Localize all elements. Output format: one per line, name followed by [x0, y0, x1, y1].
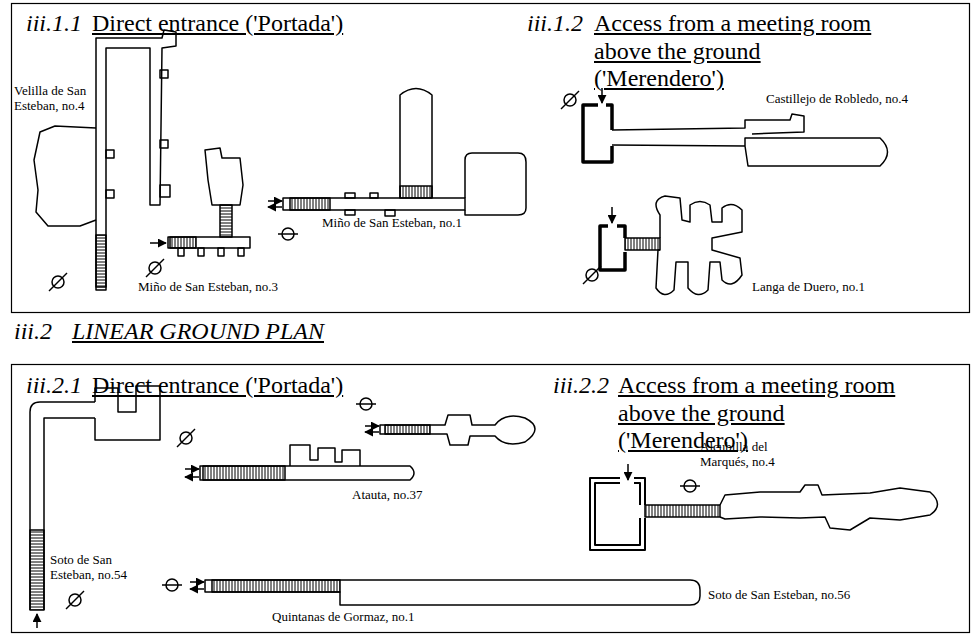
- stairs-hatch: [203, 466, 285, 480]
- section-number: iii.2: [14, 318, 52, 346]
- cellar-niche: [106, 150, 114, 158]
- entrance-arrow: [611, 207, 613, 223]
- cellar-niche: [160, 185, 170, 197]
- entrance-arrow: [36, 614, 38, 628]
- meeting-room-wall: [583, 105, 612, 162]
- stairs-hatch: [625, 238, 660, 250]
- entrance-arrow: [150, 242, 166, 244]
- stairs-hatch: [170, 237, 196, 248]
- cellar-niche: [218, 248, 224, 256]
- north-symbol: [49, 273, 67, 291]
- cellar-niche: [106, 190, 114, 198]
- entrance-arrow: [190, 588, 204, 590]
- section-heading: LINEAR GROUND PLAN: [72, 318, 324, 346]
- cellar-niche: [178, 248, 184, 256]
- meeting-room-wall: [595, 483, 640, 545]
- stairs-hatch: [220, 205, 232, 237]
- north-symbol: [356, 398, 376, 410]
- cellar-outline: [34, 126, 96, 226]
- cellar-niche: [238, 248, 244, 256]
- section-number: iii.2.2: [553, 372, 609, 400]
- entrance-arrow: [185, 468, 199, 470]
- section-number: iii.1.1: [26, 10, 82, 38]
- cellar-outline: [400, 89, 432, 199]
- site-label: Castillejo de Robledo, no.4: [766, 92, 908, 107]
- entrance-arrow: [190, 581, 204, 583]
- site-label: Langa de Duero, no.1: [752, 280, 865, 295]
- stairs-hatch: [30, 530, 44, 610]
- stairs-hatch: [96, 235, 106, 287]
- cellar-niche: [160, 140, 168, 148]
- stairs-hatch: [385, 425, 430, 434]
- cellar-outline: [656, 196, 742, 295]
- entrance-arrow: [627, 464, 629, 480]
- section-heading: Direct entrance ('Portada'): [92, 372, 343, 400]
- north-symbol: [561, 91, 579, 109]
- site-label: Quintanas de Gormaz, no.1: [272, 610, 415, 625]
- site-label: Soto de San Esteban, no.56: [708, 588, 850, 603]
- cellar-outline: [96, 30, 176, 290]
- section-heading: Access from a meeting room above the gro…: [594, 10, 894, 93]
- section-heading: Access from a meeting room above the gro…: [618, 372, 918, 455]
- meeting-room-wall: [600, 226, 625, 270]
- site-label: Soto de San Esteban, no.54: [50, 553, 134, 583]
- cellar-outline: [205, 580, 700, 605]
- entrance-arrow: [185, 476, 199, 478]
- cellar-niche: [160, 70, 168, 78]
- cellar-outline: [168, 237, 250, 248]
- entrance-arrow: [365, 431, 379, 433]
- section-number: iii.2.1: [26, 372, 82, 400]
- stairs-hatch: [645, 505, 720, 517]
- north-symbol: [177, 429, 195, 447]
- site-label: Velilla de San Esteban, no.4: [14, 84, 96, 114]
- stairs-hatch: [400, 186, 432, 198]
- north-symbol: [146, 259, 164, 277]
- panel-frame: [12, 4, 970, 313]
- north-symbol: [66, 591, 84, 609]
- north-symbol: [278, 228, 298, 240]
- site-label: Atauta, no.37: [352, 488, 422, 503]
- site-label: Miño de San Esteban, no.3: [138, 280, 278, 295]
- site-label: Alcubilla del Marqués, no.4: [700, 440, 784, 470]
- north-symbol: [680, 480, 700, 492]
- cellar-outline: [465, 153, 526, 215]
- section-number: iii.1.2: [527, 10, 583, 38]
- cellar-outline: [205, 148, 243, 205]
- entrance-arrow: [268, 206, 282, 208]
- meeting-room-wall: [590, 478, 645, 550]
- cellar-outline: [283, 198, 465, 210]
- cellar-niche: [345, 210, 355, 215]
- north-symbol: [162, 579, 182, 591]
- cellar-outline: [380, 415, 535, 445]
- cellar-outline: [290, 445, 360, 466]
- cellar-outline: [200, 466, 414, 480]
- panel-frame: [12, 365, 970, 633]
- entrance-arrow: [268, 200, 282, 202]
- entrance-arrow: [365, 425, 379, 427]
- cellar-outline: [720, 485, 938, 530]
- cellar-niche: [345, 193, 355, 198]
- stairs-hatch: [290, 198, 330, 210]
- cellar-outline: [612, 114, 888, 166]
- cellar-niche: [198, 248, 204, 256]
- cellar-niche: [370, 193, 378, 198]
- section-heading: Direct entrance ('Portada'): [92, 10, 343, 38]
- site-label: Miño de San Esteban, no.1: [322, 216, 462, 231]
- north-symbol: [583, 266, 601, 284]
- stairs-hatch: [212, 580, 340, 592]
